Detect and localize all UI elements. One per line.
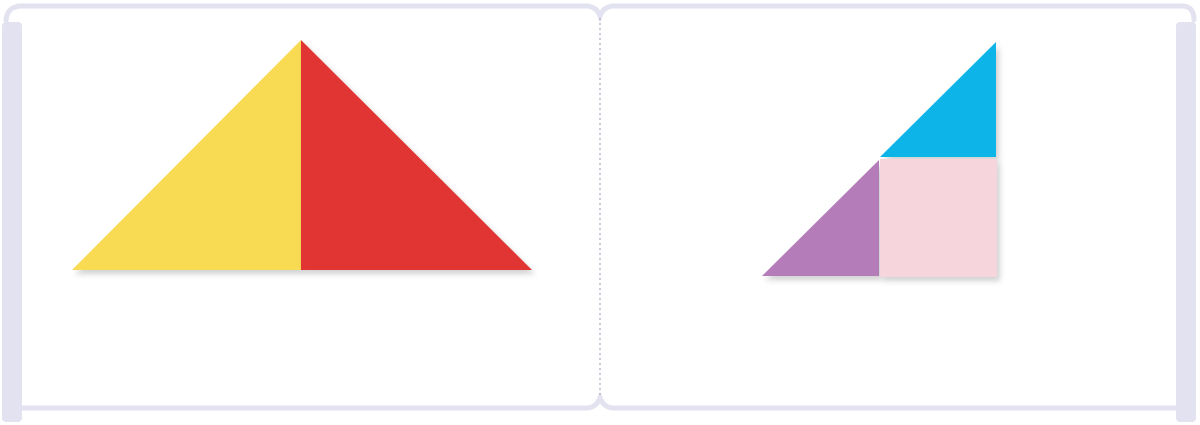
red-triangle xyxy=(301,40,532,270)
purple-triangle xyxy=(762,160,879,276)
frame-right-bar xyxy=(1176,22,1196,422)
left-tangram xyxy=(72,40,532,270)
yellow-triangle xyxy=(72,40,301,270)
left-panel xyxy=(22,14,594,404)
blue-triangle xyxy=(880,42,996,157)
frame-top-left-curve xyxy=(3,3,23,23)
right-tangram xyxy=(762,42,997,277)
frame-top xyxy=(15,3,1197,23)
frame-left-bar xyxy=(2,22,22,422)
pink-square xyxy=(880,159,997,277)
right-panel xyxy=(606,14,1178,404)
frame-bottom xyxy=(15,391,1185,411)
